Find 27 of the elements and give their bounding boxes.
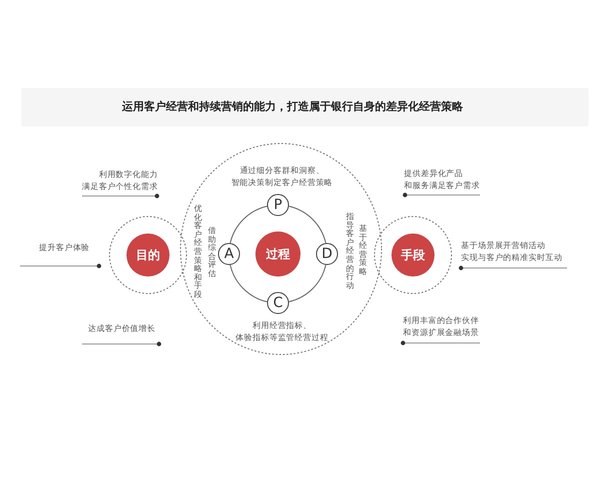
- letter-circle: D: [316, 243, 338, 265]
- dotted-ring: [109, 216, 187, 294]
- circle-node: 目的: [126, 233, 170, 277]
- ring-arc: [230, 264, 268, 302]
- node-label: 指导客户经营的行动: [346, 213, 354, 290]
- note: 提供差异化产品和服务满足客户需求: [404, 168, 480, 192]
- node-label: 优化客户经营策略和手段: [194, 205, 202, 300]
- note: 提升客户体验: [39, 242, 90, 254]
- note: 达成客户价值增长: [88, 323, 156, 335]
- circle-node: 过程: [255, 231, 301, 277]
- letter-circle: A: [218, 243, 240, 265]
- ring-arc: [230, 206, 268, 244]
- dotted-ring: [374, 216, 452, 294]
- node-label: 借助综合评估: [208, 227, 216, 279]
- letter-circle: P: [267, 194, 289, 216]
- letter-circle: C: [267, 292, 289, 314]
- note: 利用数字化能力满足客户个性化需求: [82, 169, 158, 193]
- note: 利用丰富的合作伙伴和资源扩展金融场景: [403, 315, 480, 339]
- dotted-circle: [180, 143, 382, 355]
- node-label: 通过细分客群和洞察、智能决策制定客户经营策略: [231, 165, 333, 189]
- node-label: 基于经营策略: [359, 225, 367, 277]
- note: 基于场景展开营销活动实现与客户的精准实时互动: [461, 240, 562, 264]
- title: 运用客户经营和持续营销的能力，打造属于银行自身的差异化经营策略: [122, 100, 463, 113]
- ring-arc: [288, 206, 326, 244]
- node-label: 利用经营指标、体验指标等监管经营过程: [236, 320, 328, 344]
- circle-node: 手段: [391, 233, 435, 277]
- ring-arc: [288, 264, 326, 302]
